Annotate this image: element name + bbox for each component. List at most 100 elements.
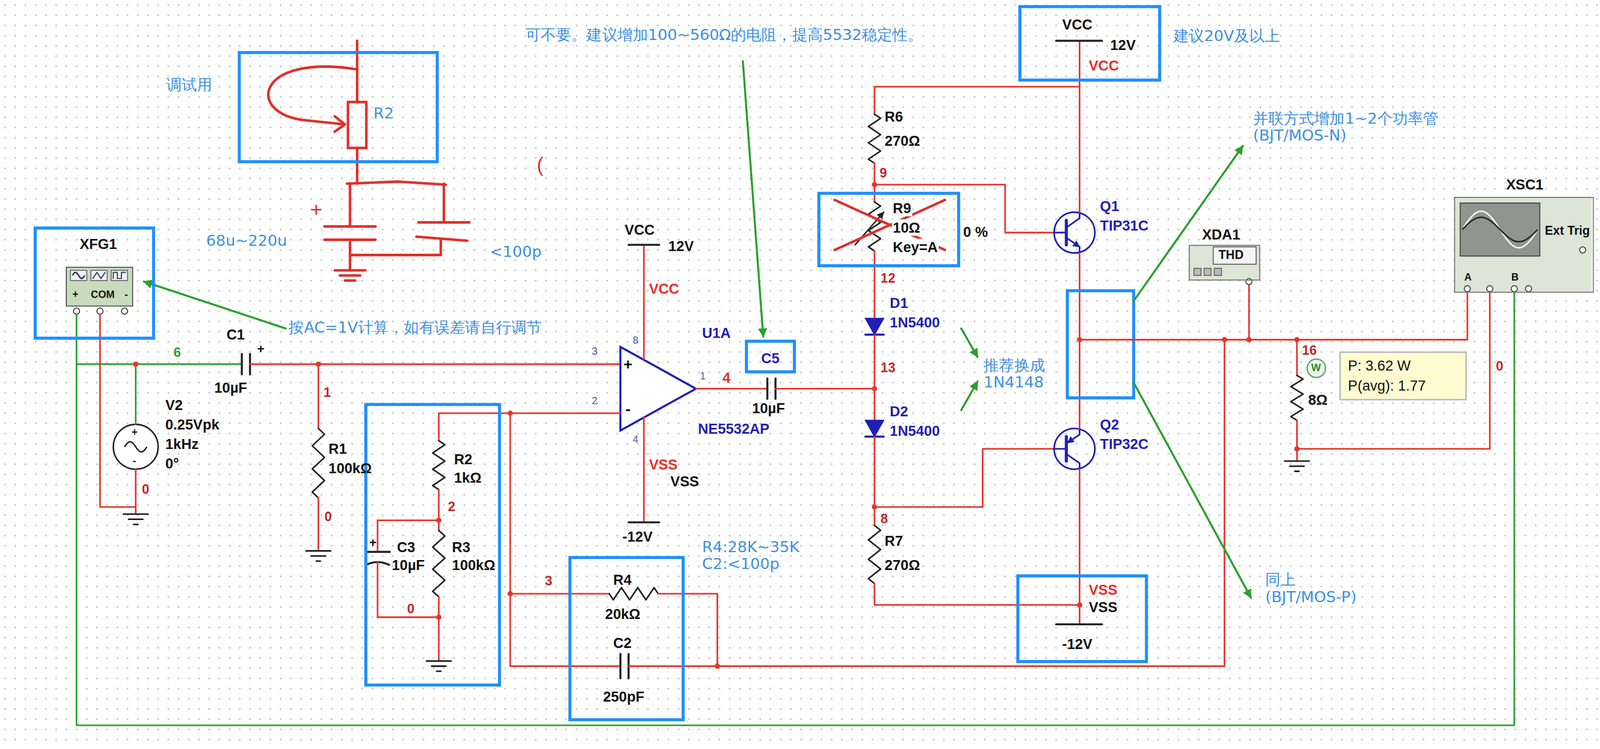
component-label: R9	[891, 200, 913, 217]
annotation-label: 同上 (BJT/MOS-P)	[1265, 571, 1373, 607]
wire	[100, 314, 136, 508]
generator-face	[66, 267, 133, 307]
leader-arrow	[961, 381, 978, 411]
wire	[438, 489, 440, 531]
component-label: Key=A	[891, 239, 939, 256]
supply-symbol	[628, 521, 660, 524]
annotation-label: TIP32C	[1099, 435, 1149, 453]
wire	[775, 388, 875, 390]
component-label: -	[124, 288, 128, 301]
probe-tooltip	[1339, 352, 1467, 401]
terminal	[1525, 285, 1533, 293]
ground-symbol	[133, 523, 138, 526]
wire	[1079, 292, 1468, 340]
wire	[134, 364, 137, 425]
ground-symbol	[316, 560, 321, 562]
junction-dot	[133, 361, 139, 367]
generator-icon	[111, 270, 128, 281]
component-box: 调试用R2	[237, 51, 440, 164]
annotation-label: 可不要。建议增加100~560Ω的电阻，提高5532稳定性。	[525, 26, 923, 44]
wire	[874, 86, 1080, 115]
sketch-line	[346, 181, 446, 185]
leader-arrow	[143, 281, 286, 329]
wire	[250, 363, 621, 365]
junction-dot	[1077, 336, 1083, 343]
component-box: C5	[744, 339, 797, 374]
annotation-label: VSS	[670, 473, 699, 490]
wire	[658, 593, 718, 667]
component-label: 10Ω	[891, 219, 922, 236]
component-box: XFG1+COM-	[33, 226, 156, 340]
ac-source-symbol	[124, 441, 147, 452]
wire	[1296, 292, 1490, 450]
sketch-line	[442, 183, 446, 223]
sketch-line	[350, 239, 441, 256]
capacitor-symbol	[365, 551, 391, 554]
generator-icon	[72, 272, 85, 280]
highlight-box	[1067, 290, 1134, 399]
component-label: XFG1	[79, 235, 117, 253]
annotation-label: 0	[1495, 359, 1504, 375]
leader-arrow	[1133, 382, 1251, 599]
transistor-symbol	[1066, 453, 1080, 470]
supply-symbol	[1056, 40, 1102, 43]
component-label: THD	[1218, 249, 1244, 264]
ground-symbol	[431, 665, 446, 668]
ground-symbol	[305, 550, 331, 552]
wire	[377, 616, 439, 619]
annotation-label: NE5532AP	[698, 420, 770, 437]
sketch-ground	[344, 279, 355, 283]
leader-arrow	[742, 61, 764, 337]
junction-dot	[1246, 336, 1252, 343]
annotation-label: 推荐换成 1N4148	[983, 356, 1058, 393]
resistor-symbol	[312, 428, 325, 499]
transistor-symbol	[1066, 237, 1080, 247]
annotation-label: 1	[323, 385, 331, 402]
annotation-label: 并联方式增加1~2个功率管 (BJT/MOS-N)	[1253, 110, 1463, 146]
annotation-label: 建议20V及以上	[1173, 27, 1280, 45]
wire	[510, 665, 621, 668]
component-box: R9 10Ω Key=A	[817, 191, 960, 267]
sketch-line	[355, 147, 359, 184]
terminal	[1511, 285, 1518, 293]
generator-icon	[113, 272, 126, 279]
wire	[76, 292, 1515, 726]
annotation-label: -	[625, 400, 631, 418]
component-box: VCC12VVCC	[1018, 5, 1161, 82]
capacitor-symbol	[766, 378, 769, 400]
terminal	[96, 307, 104, 315]
wire	[873, 251, 876, 319]
component-label: 调试用	[166, 76, 213, 94]
component-label: 10µF	[391, 557, 425, 574]
wire	[509, 413, 512, 667]
analyzer-display	[1213, 246, 1256, 265]
power-probe	[1307, 359, 1326, 378]
supply-symbol	[1056, 623, 1102, 626]
component-label: A	[1464, 271, 1472, 284]
annotation-label: D2	[889, 403, 909, 420]
resistor-symbol	[868, 525, 881, 584]
terminal	[121, 307, 128, 315]
diode-symbol	[865, 420, 884, 437]
component-label: R3	[452, 538, 471, 555]
annotation-label: U1A	[701, 324, 731, 341]
wire	[873, 436, 876, 526]
wire	[874, 583, 1080, 606]
component-label: XSC1	[1506, 176, 1544, 193]
annotation-label: 1N5400	[889, 314, 940, 331]
component-label: 250pF	[602, 688, 644, 705]
annotation-label: 按AC=1V计算，如有误差请自行调节	[288, 319, 542, 337]
junction-dot	[871, 182, 878, 188]
annotation-label: Q1	[1099, 197, 1119, 215]
ground-symbol	[1294, 470, 1299, 473]
sketch-line	[348, 183, 352, 227]
generator-icon	[90, 270, 107, 281]
annotation-label: 13	[880, 361, 896, 377]
annotation-label: 8	[632, 334, 639, 347]
annotation-label: D1	[889, 294, 909, 312]
resistor-symbol	[609, 587, 659, 600]
ground-symbol	[426, 660, 452, 662]
junction-dot	[714, 663, 720, 670]
wire	[1078, 253, 1081, 341]
junction-dot	[435, 614, 442, 621]
